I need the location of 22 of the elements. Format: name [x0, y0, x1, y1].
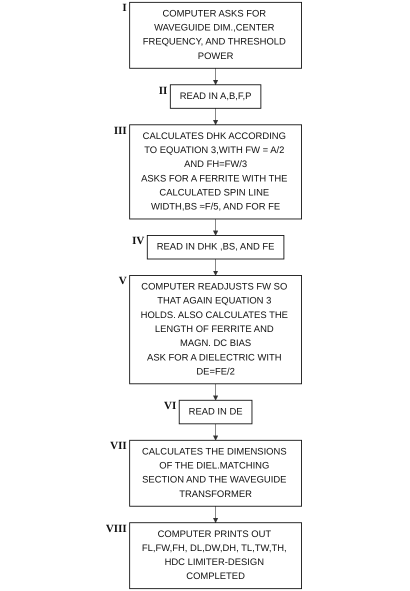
step-number: VI — [164, 400, 176, 412]
step-number: II — [158, 84, 168, 97]
process-box: READ IN DHK ,BS, AND FE — [146, 235, 284, 260]
process-box: COMPUTER PRINTS OUT FL,FW,FH, DL,DW,DH, TL,TW,TH, HDC LIMITER-DESIGN COMPLETED — [129, 522, 302, 590]
process-box: COMPUTER READJUSTS FW SO THAT AGAIN EQUATION 3 HOLDS. ALSO CALCULATES THE LENGTH OF FERRITE AND MAGN. DC BIAS ASK FOR A DIELECTRIC WITH DE=FE/2 — [129, 275, 302, 384]
arrow — [213, 108, 218, 126]
step-number: VII — [110, 440, 127, 452]
process-box: READ IN A,B,F,P — [170, 84, 262, 109]
step-number: VIII — [106, 522, 127, 535]
process-box: READ IN DE — [178, 400, 252, 424]
arrow — [213, 68, 218, 85]
step-number: IV — [132, 235, 144, 248]
process-box: COMPUTER ASKS FOR WAVEGUIDE DIM.,CENTER FREQUENCY, AND THRESHOLD POWER — [129, 2, 302, 69]
arrow — [213, 424, 218, 441]
step-number: III — [114, 124, 127, 137]
arrow — [213, 506, 218, 523]
arrow — [213, 384, 218, 401]
arrow — [213, 258, 218, 276]
process-box: CALCULATES THE DIMENSIONS OF THE DIEL.MATCHING SECTION AND THE WAVEGUIDE TRANSFORMER — [129, 440, 302, 507]
arrow — [213, 218, 218, 236]
process-box: CALCULATES DHK ACCORDING TO EQUATION 3,WITH FW = A/2 AND FH=FW/3 ASKS FOR A FERRITE WITH THE CALCULATED SPIN LINE WIDTH,BS ≈F/5, AND FOR FE — [129, 124, 302, 220]
step-number: V — [118, 275, 127, 288]
